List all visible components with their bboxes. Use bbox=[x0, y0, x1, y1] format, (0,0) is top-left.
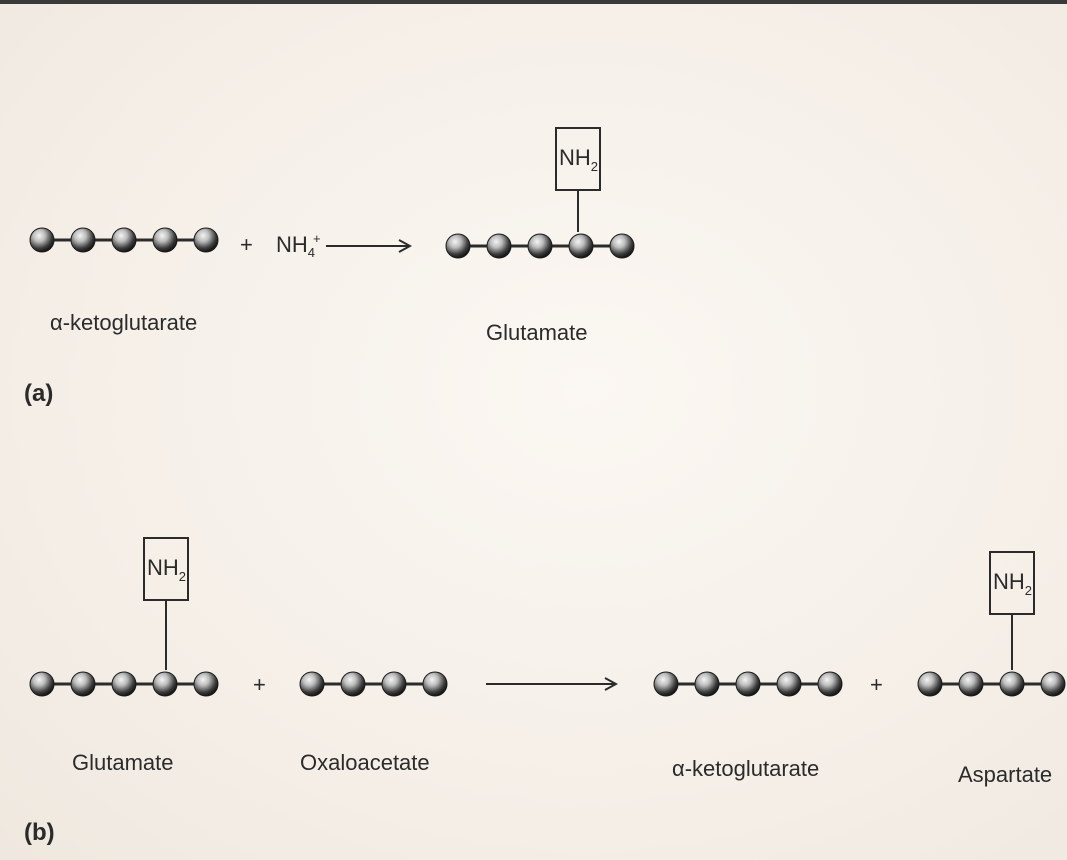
ammonium-formula: NH4+ bbox=[276, 231, 321, 260]
label-glutamate-b: Glutamate bbox=[72, 750, 174, 775]
amino-box-b2 bbox=[989, 551, 1035, 615]
chain-aspartate bbox=[917, 671, 1066, 697]
carbon-atom bbox=[1040, 671, 1066, 697]
carbon-atom bbox=[70, 227, 96, 253]
carbon-atom bbox=[917, 671, 943, 697]
label-a-ketoglutarate: α-ketoglutarate bbox=[50, 310, 197, 335]
carbon-atom bbox=[486, 233, 512, 259]
amino-group-b2: NH2 bbox=[993, 569, 1032, 598]
carbon-atom bbox=[735, 671, 761, 697]
amino-box-a bbox=[555, 127, 601, 191]
plus-sign-b2: + bbox=[870, 672, 883, 697]
carbon-atom bbox=[999, 671, 1025, 697]
carbon-atom bbox=[29, 227, 55, 253]
plus-sign-b1: + bbox=[253, 672, 266, 697]
label-glutamate-a: Glutamate bbox=[486, 320, 588, 345]
amino-group-a: NH2 bbox=[559, 145, 598, 174]
carbon-atom bbox=[111, 671, 137, 697]
carbon-atom bbox=[817, 671, 843, 697]
label-a-ketoglutarate-b: α-ketoglutarate bbox=[672, 756, 819, 781]
carbon-atom bbox=[152, 227, 178, 253]
carbon-atom bbox=[568, 233, 594, 259]
panel-a: + NH4+ NH2 α-ketoglutarate Glutamate (a) bbox=[24, 127, 635, 407]
carbon-atom bbox=[445, 233, 471, 259]
carbon-atom bbox=[299, 671, 325, 697]
carbon-atom bbox=[609, 233, 635, 259]
top-rule bbox=[0, 0, 1067, 4]
carbon-atom bbox=[422, 671, 448, 697]
chain-glutamate-reactant bbox=[29, 671, 219, 697]
chain-a-ketoglutarate bbox=[29, 227, 219, 253]
panel-label-b: (b) bbox=[24, 819, 55, 846]
carbon-atom bbox=[70, 671, 96, 697]
chain-a-ketoglutarate-product bbox=[653, 671, 843, 697]
chain-glutamate-product bbox=[445, 233, 635, 259]
panel-label-a: (a) bbox=[24, 380, 53, 407]
amino-group-b1: NH2 bbox=[147, 555, 186, 584]
carbon-atom bbox=[958, 671, 984, 697]
carbon-atom bbox=[653, 671, 679, 697]
carbon-atom bbox=[193, 671, 219, 697]
carbon-atom bbox=[193, 227, 219, 253]
chain-oxaloacetate bbox=[299, 671, 448, 697]
label-oxaloacetate: Oxaloacetate bbox=[300, 750, 430, 775]
carbon-atom bbox=[694, 671, 720, 697]
carbon-atom bbox=[776, 671, 802, 697]
carbon-atom bbox=[111, 227, 137, 253]
panel-b: NH2 + + NH2 Glutamate Oxaloacetate α-ket… bbox=[24, 537, 1066, 846]
plus-sign-a: + bbox=[240, 232, 253, 257]
carbon-atom bbox=[381, 671, 407, 697]
carbon-atom bbox=[152, 671, 178, 697]
carbon-atom bbox=[340, 671, 366, 697]
carbon-atom bbox=[527, 233, 553, 259]
carbon-atom bbox=[29, 671, 55, 697]
label-aspartate: Aspartate bbox=[958, 762, 1052, 787]
amino-box-b1 bbox=[143, 537, 189, 601]
